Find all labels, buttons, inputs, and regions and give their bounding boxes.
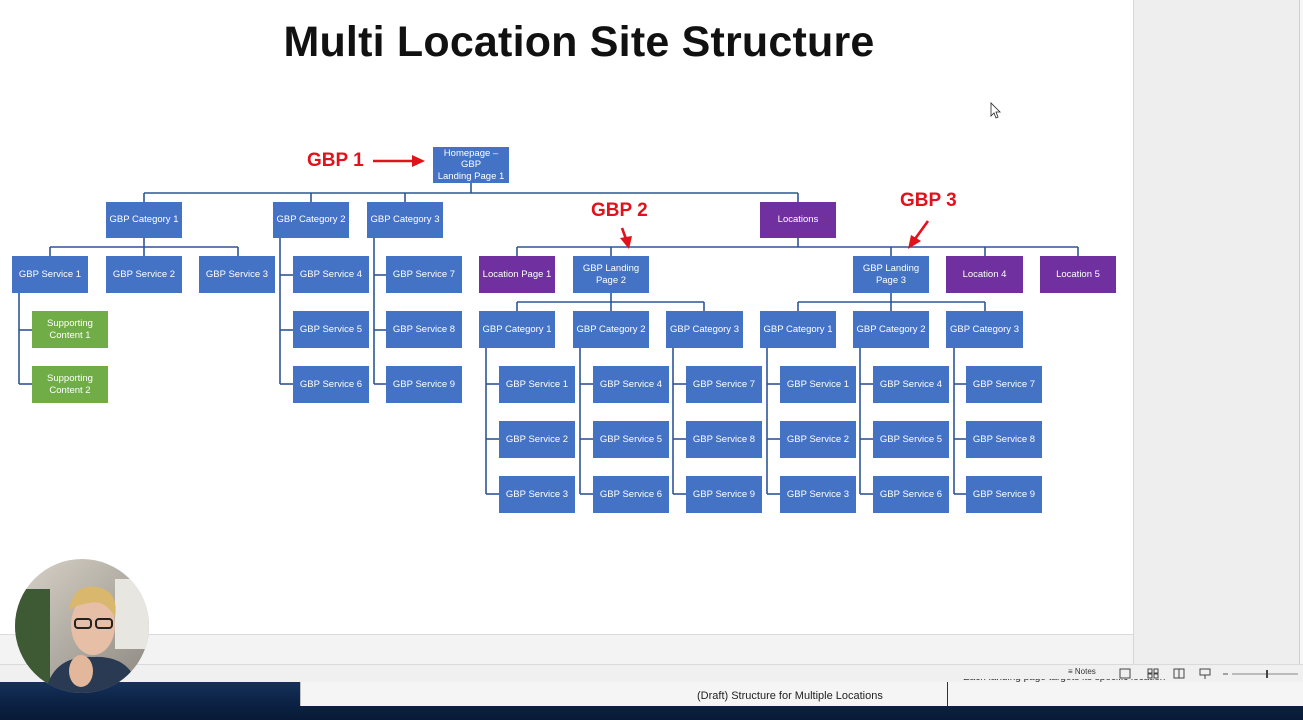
zoom-thumb	[1266, 670, 1268, 678]
gbp-landing-page-box[interactable]: GBP Landing Page 2	[573, 256, 649, 293]
status-bar: ≡ Notes	[0, 664, 1303, 683]
gbp-service-box[interactable]: GBP Service 3	[199, 256, 275, 293]
slide-title: Multi Location Site Structure	[283, 18, 875, 66]
slide-sorter-icon[interactable]	[1147, 668, 1159, 679]
notes-label: Notes	[1074, 667, 1096, 676]
gbp-service-box[interactable]: GBP Service 3	[780, 476, 856, 513]
gbp-service-box[interactable]: GBP Service 6	[293, 366, 369, 403]
gbp-service-box[interactable]: GBP Service 8	[966, 421, 1042, 458]
location-page-box[interactable]: Location 4	[946, 256, 1023, 293]
gbp-3-label: GBP 3	[900, 190, 957, 211]
window-caption: (Draft) Structure for Multiple Locations	[697, 690, 883, 702]
gbp-category-box[interactable]: GBP Category 2	[573, 311, 649, 348]
annotation-arrows	[373, 155, 930, 249]
gbp-service-box[interactable]: GBP Service 8	[386, 311, 462, 348]
gbp-service-box[interactable]: GBP Service 5	[873, 421, 949, 458]
normal-view-icon[interactable]	[1119, 668, 1131, 679]
gbp-service-box[interactable]: GBP Service 4	[593, 366, 669, 403]
pane-scrollbar[interactable]	[1299, 0, 1303, 664]
presenter-webcam	[15, 559, 149, 693]
gbp-service-box[interactable]: GBP Service 1	[780, 366, 856, 403]
taskbar-window-preview[interactable]	[300, 682, 1303, 706]
notes-divider	[947, 682, 948, 706]
gbp-category-box[interactable]: GBP Category 1	[760, 311, 836, 348]
gbp-service-box[interactable]: GBP Service 1	[499, 366, 575, 403]
gbp-category-box[interactable]: GBP Category 3	[946, 311, 1023, 348]
gbp-service-box[interactable]: GBP Service 7	[686, 366, 762, 403]
location-page-box[interactable]: Location 5	[1040, 256, 1116, 293]
gbp-service-box[interactable]: GBP Service 9	[686, 476, 762, 513]
location-page-box[interactable]: Location Page 1	[479, 256, 555, 293]
gbp-service-box[interactable]: GBP Service 8	[686, 421, 762, 458]
gbp-category-box[interactable]: GBP Category 2	[853, 311, 929, 348]
gbp-service-box[interactable]: GBP Service 2	[780, 421, 856, 458]
gbp-service-box[interactable]: GBP Service 1	[12, 256, 88, 293]
right-side-pane	[1133, 0, 1303, 664]
homepage-box[interactable]: Homepage – GBP Landing Page 1	[433, 147, 509, 183]
gbp-service-box[interactable]: GBP Service 2	[499, 421, 575, 458]
zoom-slider[interactable]	[1222, 669, 1302, 679]
slide-canvas[interactable]: Multi Location Site Structure	[0, 0, 1133, 634]
gbp-1-label: GBP 1	[307, 150, 364, 171]
gbp-service-box[interactable]: GBP Service 9	[966, 476, 1042, 513]
locations-box[interactable]: Locations	[760, 202, 836, 238]
gbp-category-2-box[interactable]: GBP Category 2	[273, 202, 349, 238]
notes-text: Each landing page targets its specific l…	[963, 679, 1165, 683]
notes-button[interactable]: ≡ Notes	[1068, 667, 1096, 676]
gbp-service-box[interactable]: GBP Service 6	[873, 476, 949, 513]
slideshow-icon[interactable]	[1199, 668, 1211, 679]
gbp-category-box[interactable]: GBP Category 1	[479, 311, 555, 348]
supporting-content-box[interactable]: Supporting Content 1	[32, 311, 108, 348]
editor-gutter	[0, 634, 1133, 665]
gbp-service-box[interactable]: GBP Service 5	[293, 311, 369, 348]
gbp-service-box[interactable]: GBP Service 9	[386, 366, 462, 403]
gbp-category-box[interactable]: GBP Category 3	[666, 311, 743, 348]
gbp-service-box[interactable]: GBP Service 4	[293, 256, 369, 293]
gbp-2-label: GBP 2	[591, 200, 648, 221]
gbp-service-box[interactable]: GBP Service 3	[499, 476, 575, 513]
view-buttons	[1119, 668, 1211, 679]
gbp-landing-page-box[interactable]: GBP Landing Page 3	[853, 256, 929, 293]
notes-icon: ≡	[1068, 667, 1073, 676]
mouse-cursor-icon	[990, 102, 1001, 119]
supporting-content-box[interactable]: Supporting Content 2	[32, 366, 108, 403]
gbp-service-box[interactable]: GBP Service 7	[966, 366, 1042, 403]
gbp-service-box[interactable]: GBP Service 7	[386, 256, 462, 293]
gbp-service-box[interactable]: GBP Service 2	[106, 256, 182, 293]
connector-lines	[18, 102, 1079, 495]
gbp-category-1-box[interactable]: GBP Category 1	[106, 202, 182, 238]
gbp-category-3-box[interactable]: GBP Category 3	[367, 202, 443, 238]
reading-view-icon[interactable]	[1173, 668, 1185, 679]
gbp-service-box[interactable]: GBP Service 5	[593, 421, 669, 458]
gbp-service-box[interactable]: GBP Service 6	[593, 476, 669, 513]
gbp-service-box[interactable]: GBP Service 4	[873, 366, 949, 403]
